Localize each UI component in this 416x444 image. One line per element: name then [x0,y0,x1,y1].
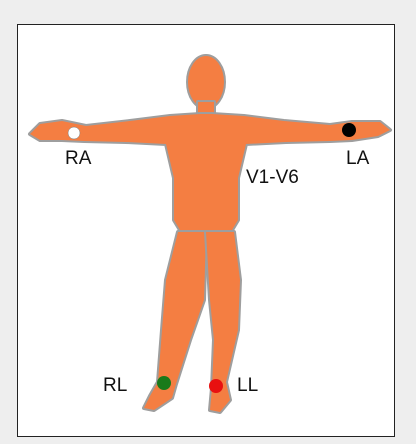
la-electrode [342,123,356,137]
chest-leads-label: V1-V6 [246,168,299,187]
rl-electrode [157,376,171,390]
la-label: LA [346,149,369,168]
torso-and-arms [30,114,390,240]
human-figure [30,56,390,412]
right-leg [144,232,206,410]
ra-label: RA [65,149,91,168]
ll-electrode [209,379,223,393]
ra-electrode [68,127,80,139]
ll-label: LL [237,376,258,395]
rl-label: RL [103,376,127,395]
